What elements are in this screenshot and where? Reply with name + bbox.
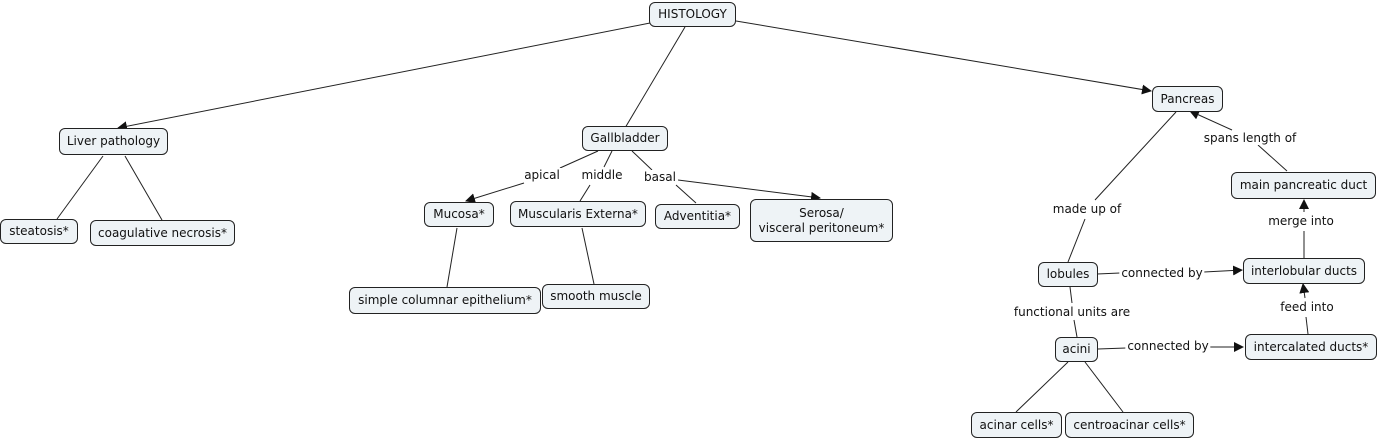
link-lobules-functional [1069, 286, 1073, 304]
node-serosa[interactable]: Serosa/ visceral peritoneum* [750, 199, 893, 242]
link-lobules-conn1 [1096, 272, 1121, 275]
node-gallbladder[interactable]: Gallbladder [582, 126, 668, 151]
link-pancreas-madeup [1094, 111, 1177, 201]
link-liver-steatosis [56, 155, 104, 220]
link-spans-pancreas [1189, 110, 1233, 131]
node-main-pancreatic-duct[interactable]: main pancreatic duct [1231, 172, 1376, 199]
link-label-functional-units-are: functional units are [1011, 305, 1133, 319]
node-centroacinar-cells[interactable]: centroacinar cells* [1065, 412, 1194, 438]
link-label-connected-by-lobules: connected by [1119, 266, 1205, 280]
link-feed-interlobular [1299, 283, 1310, 299]
node-steatosis[interactable]: steatosis* [0, 219, 78, 244]
link-histology-gallbladder [624, 26, 686, 129]
link-label-made-up-of: made up of [1050, 202, 1124, 216]
link-mucosa-simple [446, 227, 458, 288]
link-muscularis-smooth [581, 227, 595, 285]
node-interlobular-ducts[interactable]: interlobular ducts [1243, 258, 1365, 284]
node-acinar-cells[interactable]: acinar cells* [971, 412, 1062, 438]
node-lobules[interactable]: lobules [1038, 262, 1098, 287]
node-acini[interactable]: acini [1055, 337, 1098, 362]
link-acini-centroacinar [1084, 361, 1124, 413]
link-histology-liver [117, 22, 651, 132]
node-adventitia[interactable]: Adventitia* [655, 204, 740, 229]
link-apical-mucosa [465, 182, 525, 204]
node-simple-columnar-epithelium[interactable]: simple columnar epithelium* [349, 287, 541, 314]
link-madeup-lobules [1067, 218, 1086, 263]
link-liver-coag [124, 155, 163, 221]
link-histology-pancreas [735, 20, 1152, 95]
link-label-spans-length-of: spans length of [1201, 131, 1299, 145]
link-label-feed-into: feed into [1278, 300, 1336, 314]
link-conn1-interlobular [1203, 265, 1243, 276]
link-basal-serosa [677, 179, 821, 202]
node-intercalated-ducts[interactable]: intercalated ducts* [1245, 334, 1377, 360]
link-acini-conn2 [1097, 347, 1127, 350]
link-acini-acinar [1015, 361, 1069, 413]
link-middle-muscularis [579, 184, 591, 202]
link-gallbladder-middle [603, 150, 613, 168]
link-mainduct-spans [1257, 144, 1288, 172]
link-label-middle: middle [579, 168, 625, 182]
link-gallbladder-basal [631, 150, 653, 171]
link-label-basal: basal [642, 170, 678, 184]
link-label-merge-into: merge into [1266, 214, 1336, 228]
node-histology[interactable]: HISTOLOGY [649, 2, 736, 27]
node-liver-pathology[interactable]: Liver pathology [59, 128, 168, 155]
link-basal-adventitia [675, 184, 697, 204]
node-mucosa[interactable]: Mucosa* [424, 202, 494, 227]
node-smooth-muscle[interactable]: smooth muscle [542, 284, 650, 309]
link-gallbladder-apical [559, 150, 599, 169]
node-pancreas[interactable]: Pancreas [1152, 86, 1223, 112]
link-functional-acini [1073, 319, 1078, 338]
node-coagulative-necrosis[interactable]: coagulative necrosis* [90, 220, 235, 246]
link-label-connected-by-acini: connected by [1125, 339, 1211, 353]
link-label-apical: apical [522, 168, 562, 182]
link-intercalated-feed [1305, 316, 1309, 335]
node-muscularis-externa[interactable]: Muscularis Externa* [510, 201, 646, 227]
